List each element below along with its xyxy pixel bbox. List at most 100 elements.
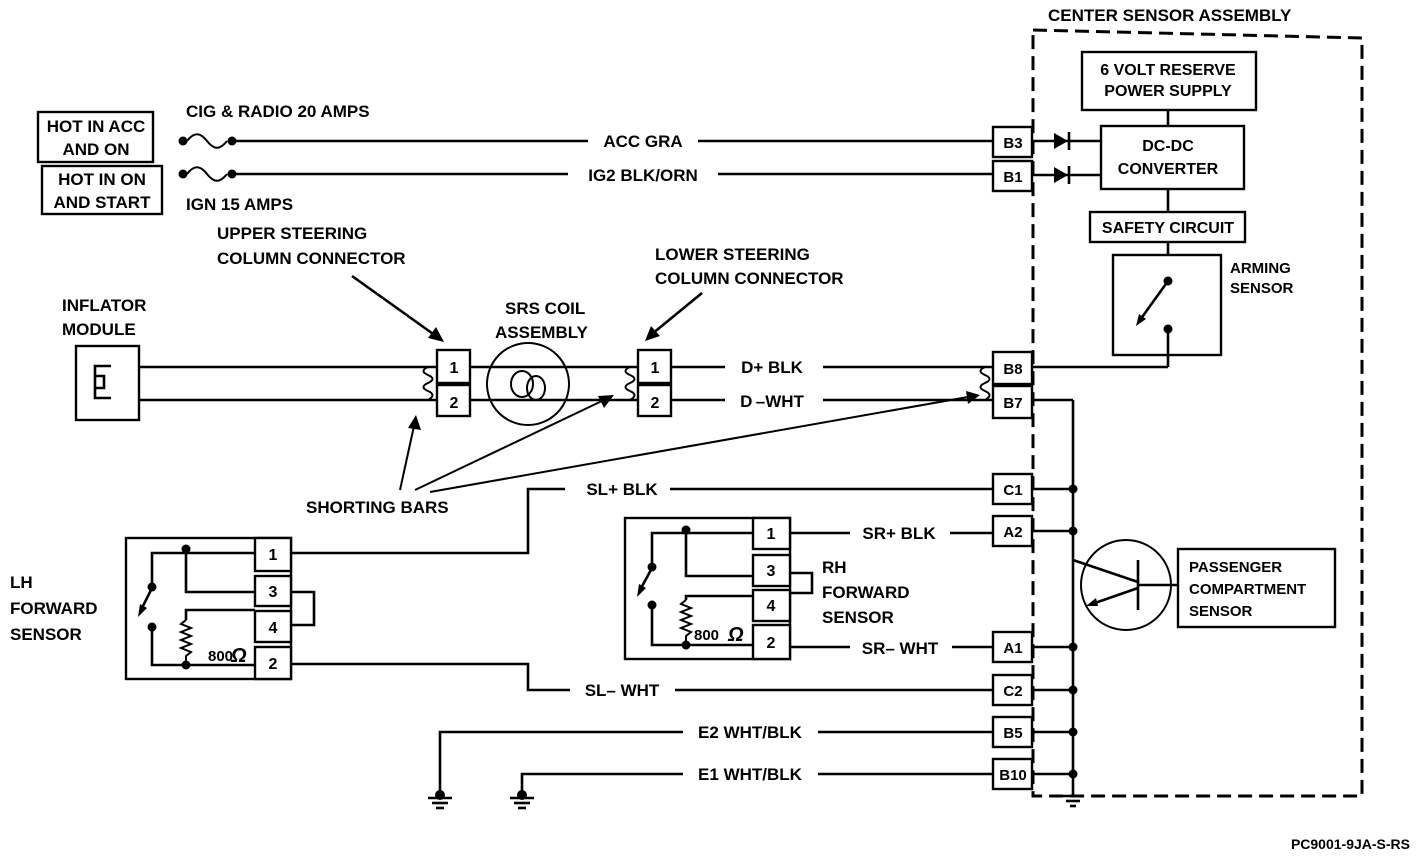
rh-label-1: RH [822,558,847,577]
safety-circuit-label: SAFETY CIRCUIT [1102,220,1234,237]
svg-text:A2: A2 [1003,524,1022,541]
lh-pins: 1 3 4 2 [253,536,293,681]
pin-b3: B3 [991,125,1034,159]
center-sensor-assembly-title: CENTER SENSOR ASSEMBLY [1048,6,1292,25]
svg-text:3: 3 [767,563,776,580]
hot-acc-label-1: HOT IN ACC [47,117,146,136]
upper-connector: 1 2 [435,348,472,418]
svg-text:B8: B8 [1003,361,1022,378]
rh-resistor-value: 800 [694,627,719,644]
upper-conn-label-2: COLUMN CONNECTOR [217,249,406,268]
rh-label-3: SENSOR [822,608,894,627]
pin-b5: B5 [991,715,1034,749]
wire-acc-label: ACC GRA [603,132,682,151]
pin-c1: C1 [991,472,1034,506]
resistor-icon [178,619,194,665]
fuse-icon [186,166,228,182]
arming-label-1: ARMING [1230,260,1291,277]
svg-text:2: 2 [651,395,660,412]
svg-text:B7: B7 [1003,395,1022,412]
arming-label-2: SENSOR [1230,280,1294,297]
lh-label-3: SENSOR [10,625,82,644]
svg-text:A1: A1 [1003,640,1022,657]
figure-id: PC9001-9JA-S-RS [1291,836,1410,852]
shorting-bars-label: SHORTING BARS [306,498,449,517]
inflator-label-1: INFLATOR [62,296,146,315]
reserve-power-label-1: 6 VOLT RESERVE [1100,62,1236,79]
shorting-bar-icon [979,366,991,401]
wire-e2-label: E2 WHT/BLK [698,723,803,742]
reserve-power-box [1080,50,1258,112]
hot-on-label-2: AND START [54,193,152,212]
svg-text:1: 1 [269,547,278,564]
svg-text:3: 3 [269,584,278,601]
svg-text:2: 2 [269,656,278,673]
shorting-bar-icon [422,366,434,401]
rh-pins: 1 3 4 2 [751,516,792,661]
pin-b10: B10 [991,757,1034,791]
inflator-module-box [74,344,141,422]
svg-text:B10: B10 [999,767,1027,784]
upper-conn-label-1: UPPER STEERING [217,224,367,243]
wire-sl-plus-label: SL+ BLK [586,480,658,499]
resistor-icon [678,599,694,645]
reserve-power-label-2: POWER SUPPLY [1104,83,1232,100]
lh-label-2: FORWARD [10,599,98,618]
svg-text:B5: B5 [1003,725,1022,742]
wire-sr-plus-label: SR+ BLK [862,524,936,543]
inflator-label-2: MODULE [62,320,136,339]
ground-icon [1062,794,1084,808]
rh-label-2: FORWARD [822,583,910,602]
fuse-cig-label: CIG & RADIO 20 AMPS [186,102,370,121]
shorting-bar-icon [624,366,636,401]
ground-icon [428,790,452,810]
lh-ohm-icon: Ω [230,645,247,667]
wire-sl-minus-label: SL– WHT [585,681,660,700]
pass-label-1: PASSENGER [1189,559,1282,576]
svg-text:1: 1 [651,360,660,377]
diode-icon [1054,167,1068,183]
svg-text:2: 2 [767,635,776,652]
wire-ig2-label: IG2 BLK/ORN [588,166,698,185]
fuse-icon [186,133,228,149]
wire-e1-label: E1 WHT/BLK [698,765,803,784]
hot-in-acc-box [36,110,155,164]
fuse-ign-label: IGN 15 AMPS [186,195,293,214]
pin-a1: A1 [991,630,1034,664]
ground-icon [510,790,534,810]
lower-conn-label-2: COLUMN CONNECTOR [655,269,844,288]
pin-c2: C2 [991,673,1034,707]
hot-in-on-box [40,164,164,216]
dcdc-converter-box [1099,124,1246,191]
svg-text:1: 1 [450,360,459,377]
svg-text:4: 4 [767,598,776,615]
diode-icon [1054,133,1068,149]
rh-ohm-icon: Ω [727,624,744,646]
dcdc-label-2: CONVERTER [1118,161,1219,178]
lower-connector: 1 2 [636,348,673,418]
srs-coil-label-1: SRS COIL [505,299,585,318]
svg-text:B1: B1 [1003,169,1022,186]
svg-text:C2: C2 [1003,683,1022,700]
svg-text:C1: C1 [1003,482,1022,499]
lh-label-1: LH [10,573,33,592]
svg-text:2: 2 [450,395,459,412]
hot-on-label-1: HOT IN ON [58,170,146,189]
dcdc-label-1: DC-DC [1142,138,1194,155]
safety-circuit-box [1088,210,1247,244]
lh-resistor-value: 800 [208,648,233,665]
wire-d-minus-label: D –WHT [740,392,804,411]
srs-coil-icon [486,342,570,426]
pin-b8: B8 [991,350,1034,386]
hot-acc-label-2: AND ON [62,140,129,159]
pass-label-2: COMPARTMENT [1189,581,1306,598]
pin-a2: A2 [991,514,1034,548]
svg-text:B3: B3 [1003,135,1022,152]
pass-label-3: SENSOR [1189,603,1253,620]
svg-text:4: 4 [269,620,278,637]
svg-text:1: 1 [767,526,776,543]
pin-b7: B7 [991,384,1034,420]
wire-sr-minus-label: SR– WHT [862,639,939,658]
srs-coil-label-2: ASSEMBLY [495,323,589,342]
